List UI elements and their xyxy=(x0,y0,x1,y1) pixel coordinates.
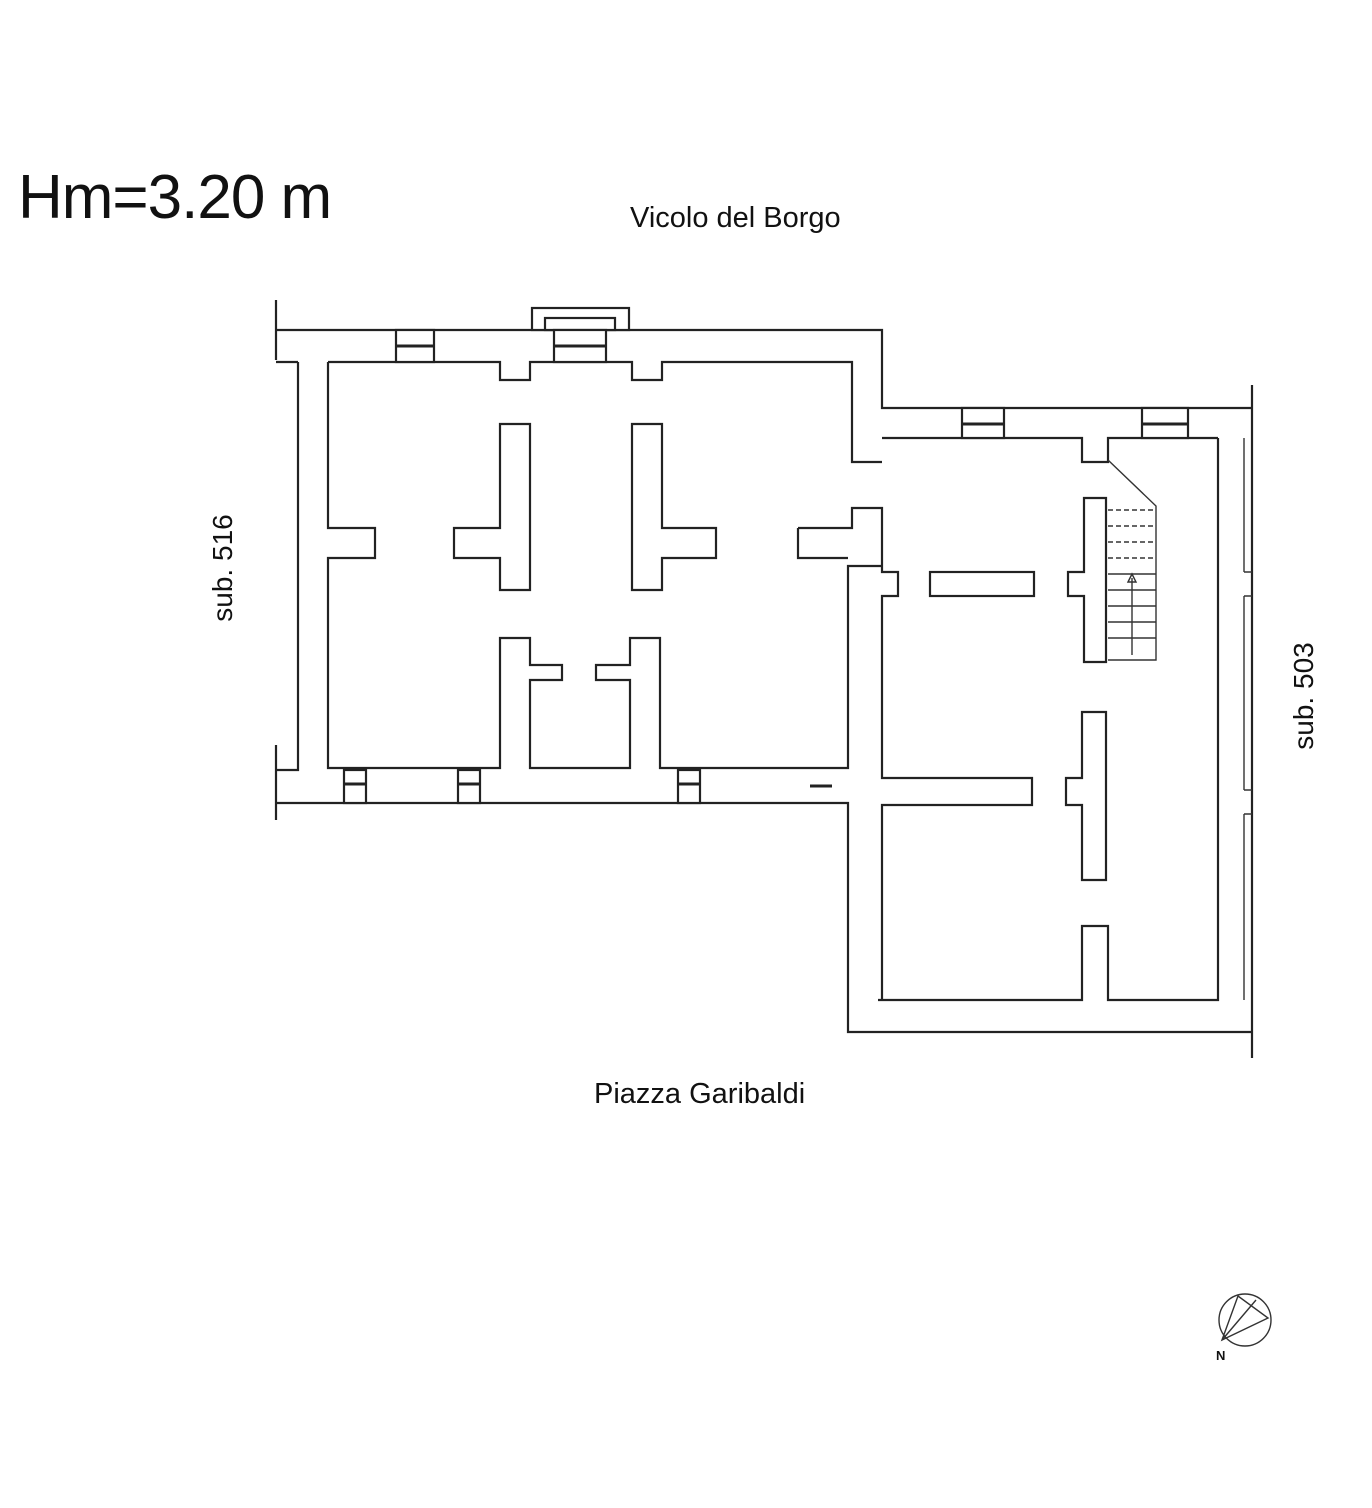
street-label-south: Piazza Garibaldi xyxy=(594,1078,806,1110)
partition-bar xyxy=(928,570,1036,598)
compass-icon xyxy=(1218,1293,1272,1347)
windows xyxy=(342,328,1190,805)
east-block-north-wall xyxy=(882,436,1218,464)
middle-partition xyxy=(798,506,1034,1000)
east-wall xyxy=(878,438,1220,1002)
pillar-cross-east xyxy=(1064,710,1108,882)
street-label-north: Vicolo del Borgo xyxy=(630,202,841,234)
height-label: Hm=3.20 m xyxy=(18,163,332,232)
west-block-interior xyxy=(328,360,882,464)
staircase xyxy=(1107,459,1157,661)
stair-pillar xyxy=(1066,496,1108,664)
west-wall xyxy=(276,362,300,772)
stair-steps xyxy=(1108,509,1156,655)
compass-north-letter: N xyxy=(1216,1348,1225,1363)
pillar-cross-right xyxy=(630,422,718,592)
pillar-cross-left xyxy=(452,422,532,592)
